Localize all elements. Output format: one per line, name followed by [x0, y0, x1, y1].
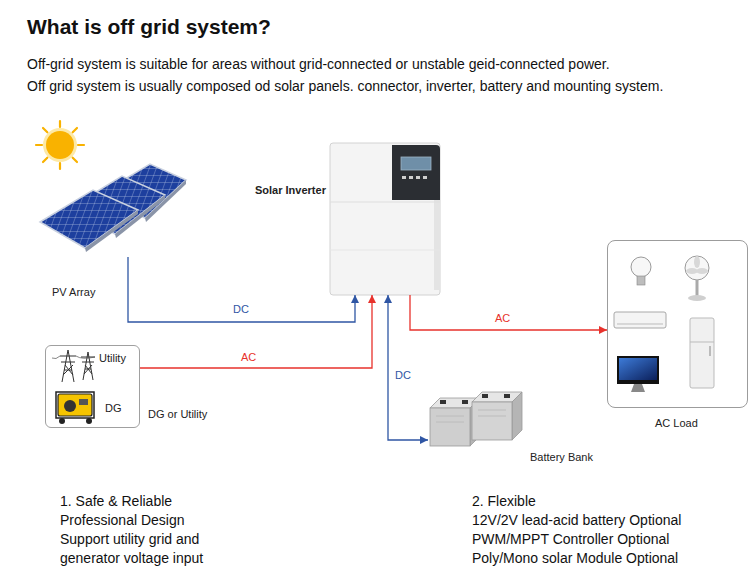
- battery-bank-icon-part: [504, 394, 510, 398]
- appliance-icons-part: [690, 318, 714, 388]
- generator-icon-part: [79, 399, 88, 405]
- node-label: Battery Bank: [530, 451, 593, 464]
- solar-panels-part: [40, 190, 138, 248]
- appliance-icons-part: [617, 324, 663, 325]
- utility-pylons-part: [81, 352, 95, 380]
- feature-text: 2. Flexible: [472, 492, 536, 511]
- utility-pylons-part: [60, 350, 76, 382]
- intro-text: Off-grid system is suitable for areas wi…: [27, 55, 610, 74]
- battery-bank-icon-part: [512, 392, 522, 440]
- connector: [140, 295, 372, 368]
- feature-text: Support utility grid and generator volta…: [60, 530, 236, 566]
- appliance-icons-part: [688, 295, 706, 301]
- inverter-body-part: [423, 176, 427, 179]
- connector: [128, 257, 355, 322]
- inverter-body-part: [402, 176, 406, 179]
- edge-label: DC: [395, 369, 411, 382]
- node-label: Solar Inverter: [255, 184, 326, 197]
- generator-icon-part: [58, 394, 92, 416]
- battery-bank-icon-part: [430, 408, 470, 446]
- feature-text: PWM/MPPT Controller Optional: [472, 530, 669, 549]
- appliance-icons-part: [631, 257, 651, 277]
- appliance-icons: [614, 256, 714, 392]
- appliance-icons-part: [614, 312, 666, 328]
- battery-bank-icon-part: [472, 402, 512, 440]
- appliance-icons-part: [619, 358, 657, 380]
- utility-pylons: [52, 350, 95, 382]
- sun-icon-part: [43, 128, 77, 162]
- feature-text: 12V/2V lead-acid battery Optional: [472, 511, 681, 530]
- edge-label: AC: [495, 312, 510, 325]
- solar-panels-part: [85, 210, 138, 252]
- appliance-icons-part: [709, 346, 711, 356]
- inverter-body-part: [409, 176, 413, 179]
- connector: [410, 295, 607, 330]
- battery-bank-icon-part: [462, 400, 468, 404]
- intro-text: Off grid system is usually composed od s…: [27, 77, 663, 96]
- node-label: AC Load: [655, 417, 698, 430]
- node-label: DG or Utility: [148, 408, 207, 421]
- generator-icon-part: [56, 392, 94, 418]
- generator-icon-part: [59, 418, 65, 424]
- solar-panels: [40, 164, 186, 252]
- edge-label: DC: [233, 303, 249, 316]
- inverter-box: Solar Inverter: [330, 143, 440, 295]
- feature-text: Poly/Mono solar Module Optional: [472, 549, 678, 566]
- inverter-body-part: [392, 145, 440, 200]
- utility-pylons-part: [52, 356, 95, 359]
- sun-icon-part: [46, 131, 74, 159]
- inverter-body-part: [330, 250, 440, 251]
- feature-text: Professional Design: [60, 511, 185, 530]
- appliance-icons-part: [686, 268, 698, 274]
- battery-bank-icon: [430, 392, 522, 446]
- connector: [388, 295, 428, 440]
- edge-label: AC: [241, 351, 256, 364]
- battery-bank-icon-part: [440, 400, 446, 404]
- sun-icon: [36, 121, 84, 169]
- inverter-body-part: [416, 176, 420, 179]
- inverter-body-part: [330, 202, 440, 203]
- appliance-icons-part: [631, 384, 645, 392]
- inverter-body-part: [401, 157, 431, 170]
- load-box: AC Load: [607, 240, 748, 408]
- node-label: DG: [105, 402, 122, 415]
- inverter-body: [330, 143, 440, 295]
- node-label: PV Array: [52, 286, 95, 299]
- generator-icon-part: [86, 418, 92, 424]
- battery-box: Battery Bank: [428, 388, 522, 448]
- appliance-icons-part: [694, 256, 700, 268]
- source-box: UtilityDGDG or Utility: [45, 345, 140, 428]
- battery-bank-icon-part: [436, 410, 506, 422]
- appliance-icons-part: [637, 276, 645, 285]
- appliance-icons-part: [685, 256, 709, 280]
- appliance-icons-part: [690, 342, 714, 343]
- pv-array: PV Array: [40, 172, 185, 257]
- inverter-body-part: [330, 143, 440, 295]
- sun-icon-part: [36, 121, 84, 169]
- battery-bank-icon-part: [482, 394, 488, 398]
- appliance-icons-part: [696, 280, 699, 296]
- feature-text: 1. Safe & Reliable: [60, 492, 172, 511]
- generator-icon-part: [64, 400, 76, 412]
- generator-icon: [56, 392, 94, 424]
- page-title: What is off grid system?: [27, 15, 271, 39]
- appliance-icons-part: [617, 356, 659, 384]
- node-label: Utility: [99, 352, 126, 365]
